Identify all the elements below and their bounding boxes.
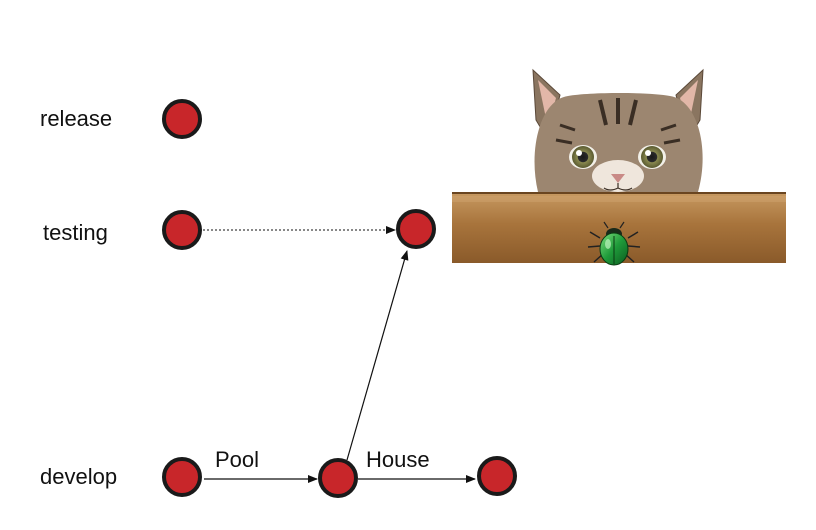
commit-node-develop-3 (477, 456, 517, 496)
commit-node-release (162, 99, 202, 139)
branch-label-release: release (40, 106, 112, 131)
branch-label-develop: develop (40, 464, 117, 489)
commit-node-testing-merge (396, 209, 436, 249)
commit-node-develop-2 (318, 458, 358, 498)
edge-label-house: House (366, 447, 430, 472)
commit-node-develop-1 (162, 457, 202, 497)
edge-develop-to-testing (346, 250, 409, 461)
beetle-icon (587, 221, 641, 266)
cat-icon (532, 68, 704, 192)
branch-label-testing: testing (43, 220, 108, 245)
commit-node-testing (162, 210, 202, 250)
cat-illustration (452, 68, 786, 266)
edge-label-pool: Pool (215, 447, 259, 472)
